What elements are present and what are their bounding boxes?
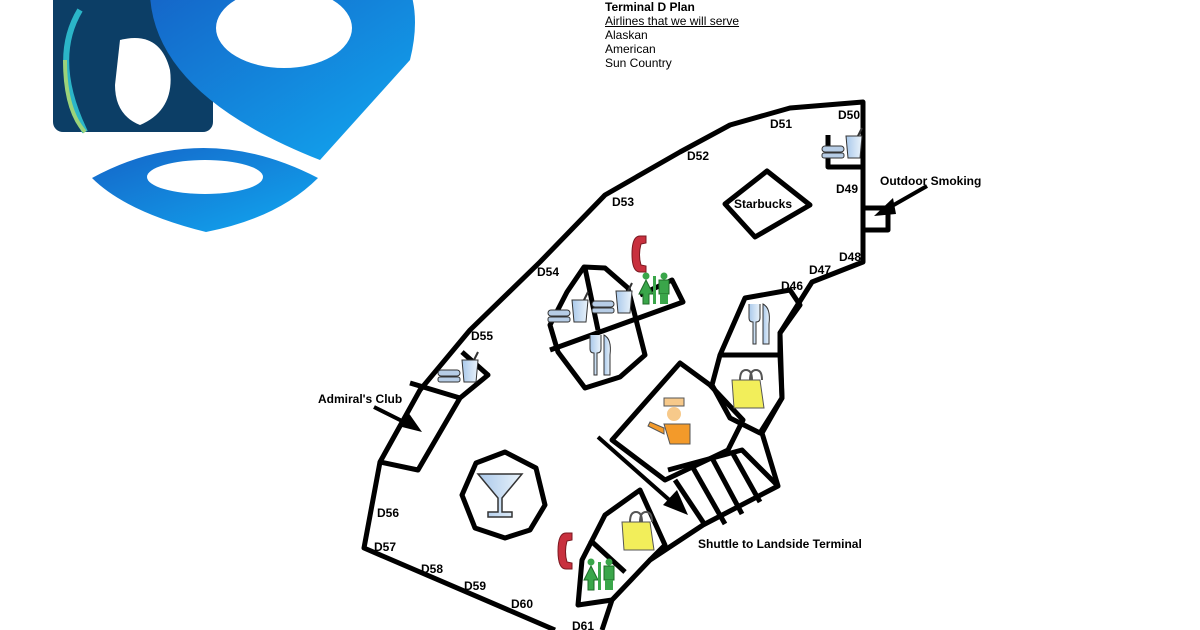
gate-label: D55 <box>471 329 493 343</box>
cocktail-icon <box>476 473 524 518</box>
gate-label: D53 <box>612 195 634 209</box>
terminal-info: Terminal D Plan Airlines that we will se… <box>605 0 739 70</box>
gate-label: D61 <box>572 619 594 630</box>
food-drink-icon <box>437 351 479 383</box>
gate-label: D60 <box>511 597 533 611</box>
gate-label: D54 <box>537 265 559 279</box>
phone-icon <box>631 235 647 273</box>
gate-label: D58 <box>421 562 443 576</box>
smoking-arrow <box>874 184 928 216</box>
gate-label: D51 <box>770 117 792 131</box>
food-drink-icon <box>547 291 589 323</box>
airline-item: Alaskan <box>605 28 648 42</box>
page-title: Terminal D Plan <box>605 0 695 14</box>
alaska-logo <box>53 0 415 232</box>
gate-label: D59 <box>464 579 486 593</box>
shuttle-arrow <box>596 435 688 515</box>
restroom-icon <box>638 272 670 305</box>
shopping-bag-icon <box>621 511 655 551</box>
airlines-link[interactable]: Airlines that we will serve <box>605 14 740 28</box>
gate-label: D48 <box>839 250 861 264</box>
restaurant-icon <box>748 303 770 345</box>
airline-item: Sun Country <box>605 56 672 70</box>
shopping-bag-icon <box>731 369 765 409</box>
outdoor-smoking-label: Outdoor Smoking <box>880 174 981 188</box>
gate-label: D52 <box>687 149 709 163</box>
gate-label: D57 <box>374 540 396 554</box>
restroom-icon <box>583 558 615 591</box>
bar-area <box>459 449 548 541</box>
gate-label: D50 <box>838 108 860 122</box>
gate-label: D56 <box>377 506 399 520</box>
shuttle-label: Shuttle to Landside Terminal <box>698 537 862 551</box>
gate-label: D47 <box>809 263 831 277</box>
restaurant-icon <box>589 334 611 376</box>
admirals-arrow <box>373 405 422 432</box>
phone-icon <box>557 532 573 570</box>
starbucks-area <box>722 168 813 240</box>
gate-label: D46 <box>781 279 803 293</box>
security-officer-icon <box>647 397 691 445</box>
airline-item: American <box>605 42 656 56</box>
starbucks-label: Starbucks <box>734 197 792 211</box>
admirals-club-label: Admiral's Club <box>318 392 402 406</box>
gate-label: D49 <box>836 182 858 196</box>
